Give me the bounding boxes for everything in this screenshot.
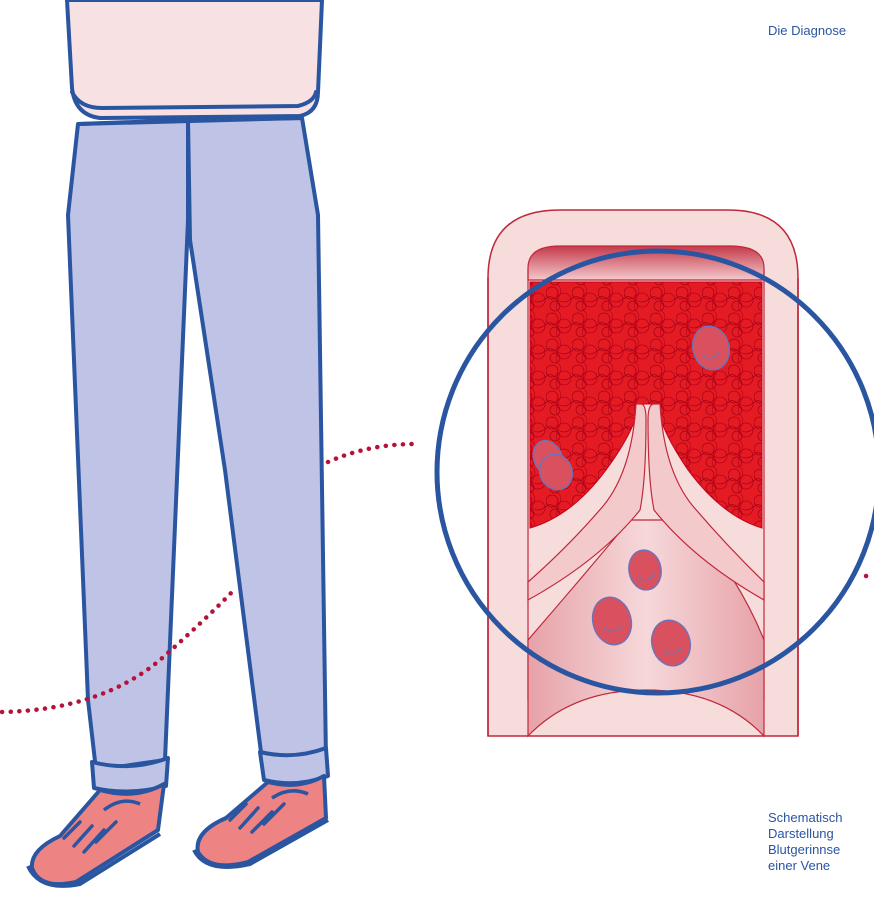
caption-line: Blutgerinnse <box>768 842 842 858</box>
caption-line: Darstellung <box>768 826 842 842</box>
dotted-line-to-lens <box>328 444 416 462</box>
shirt <box>67 0 322 118</box>
caption-line: Schematisch <box>768 810 842 826</box>
right-shoe <box>194 776 328 867</box>
right-pant-leg <box>188 118 326 768</box>
diagnose-heading: Die Diagnose <box>768 23 846 38</box>
caption-line: einer Vene <box>768 858 842 874</box>
person-legs-illustration <box>28 0 328 886</box>
dotted-line-right <box>866 575 874 576</box>
left-shoe <box>28 784 164 886</box>
left-pant-leg <box>68 120 188 770</box>
vein-caption: Schematisch Darstellung Blutgerinnse ein… <box>768 810 842 874</box>
